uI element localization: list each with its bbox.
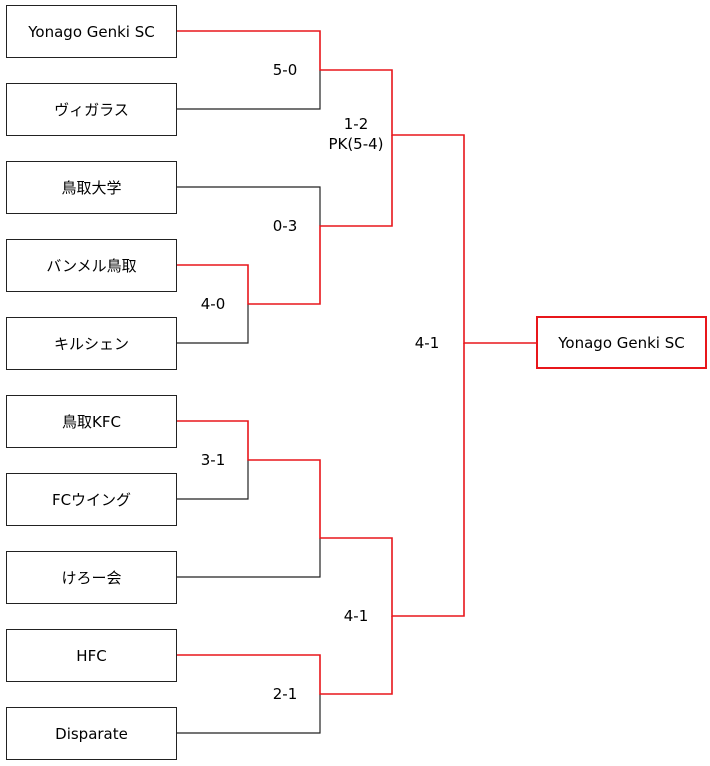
score-r1-yonago-vigaras: 5-0	[272, 61, 298, 79]
score-qf-bottom: 4-1	[343, 607, 369, 625]
line-tottori-univ	[177, 186, 321, 226]
champion-box: Yonago Genki SC	[536, 316, 707, 369]
score-r1-banmel-kirschen: 4-0	[200, 295, 226, 313]
team-yonago-genki-sc: Yonago Genki SC	[6, 5, 177, 58]
team-disparate: Disparate	[6, 707, 177, 760]
score-r2-tottori-banmel: 0-3	[272, 217, 298, 235]
line-fcwing	[177, 460, 249, 500]
score-final: 4-1	[414, 334, 440, 352]
team-tottori-univ: 鳥取大学	[6, 161, 177, 214]
team-kirschen: キルシェン	[6, 317, 177, 370]
score-r1-kfc-fcwing: 3-1	[200, 451, 226, 469]
line-kerokai	[177, 538, 321, 578]
line-banmel	[177, 135, 393, 305]
team-banmel-tottori: バンメル鳥取	[6, 239, 177, 292]
line-kfc	[177, 343, 465, 617]
team-fc-wing: FCウイング	[6, 473, 177, 526]
line-disparate	[177, 694, 321, 734]
line-yonago	[177, 30, 536, 344]
score-qf-top-line2: PK(5-4)	[328, 135, 384, 153]
team-tottori-kfc: 鳥取KFC	[6, 395, 177, 448]
team-vigaras: ヴィガラス	[6, 83, 177, 136]
line-hfc	[177, 616, 393, 695]
line-vigaras	[177, 70, 321, 110]
score-r1-hfc-disparate: 2-1	[272, 685, 298, 703]
line-kirschen	[177, 304, 249, 344]
score-qf-top-line1: 1-2	[343, 115, 369, 133]
team-kerokai: けろー会	[6, 551, 177, 604]
team-hfc: HFC	[6, 629, 177, 682]
